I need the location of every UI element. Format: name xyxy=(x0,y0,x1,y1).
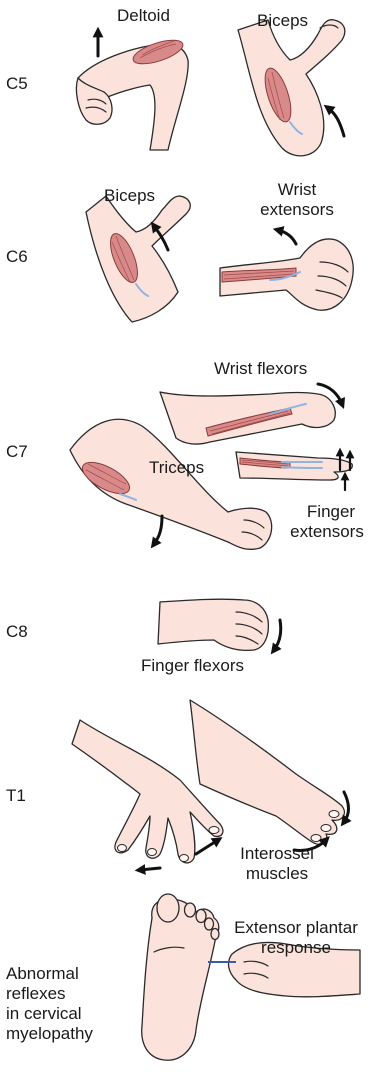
level-c5: C5 xyxy=(6,74,28,94)
curved-arrow-icon xyxy=(274,620,281,650)
label-biceps-c6: Biceps xyxy=(104,186,155,206)
label-interossei: Interossei xyxy=(228,844,326,864)
label-myelopathy: myelopathy xyxy=(6,1024,93,1044)
c7-triceps-figure xyxy=(70,419,272,549)
label-extensors-c6: extensors xyxy=(252,200,342,220)
label-muscles: muscles xyxy=(228,864,326,884)
label-finger: Finger xyxy=(286,502,376,522)
t1-interossei-figure xyxy=(72,700,344,863)
label-abnormal: Abnormal xyxy=(6,964,79,984)
c7-finger-extensor-figure xyxy=(236,452,352,480)
c7-wrist-flexor-figure xyxy=(160,392,335,444)
label-extensors-c7: extensors xyxy=(278,522,376,542)
label-finger-flexors: Finger flexors xyxy=(141,656,244,676)
left-arrow-icon xyxy=(140,868,160,870)
curved-arrow-icon xyxy=(278,230,296,244)
level-t1: T1 xyxy=(6,786,26,806)
label-response: response xyxy=(222,938,370,958)
extensor-plantar-foot-figure xyxy=(142,894,219,1060)
c5-deltoid-figure xyxy=(76,35,188,150)
curved-arrow-icon xyxy=(344,792,349,822)
level-c6: C6 xyxy=(6,247,28,267)
label-deltoid: Deltoid xyxy=(117,6,170,26)
level-c8: C8 xyxy=(6,622,28,642)
label-in-cervical: in cervical xyxy=(6,1004,82,1024)
label-biceps-c5: Biceps xyxy=(257,11,308,31)
c6-wrist-extensor-figure xyxy=(220,239,353,310)
c6-biceps-figure xyxy=(86,196,190,322)
level-c7: C7 xyxy=(6,442,28,462)
label-reflexes: reflexes xyxy=(6,984,66,1004)
c8-finger-flexor-figure xyxy=(158,599,268,650)
label-extensor-plantar: Extensor plantar xyxy=(222,918,370,938)
right-arrow-icon xyxy=(196,840,218,854)
curved-arrow-icon xyxy=(328,108,344,136)
label-triceps: Triceps xyxy=(149,458,204,478)
label-wrist-flexors: Wrist flexors xyxy=(214,359,307,379)
c5-biceps-figure xyxy=(238,20,345,156)
label-wrist: Wrist xyxy=(252,180,342,200)
curved-arrow-icon xyxy=(154,516,162,544)
